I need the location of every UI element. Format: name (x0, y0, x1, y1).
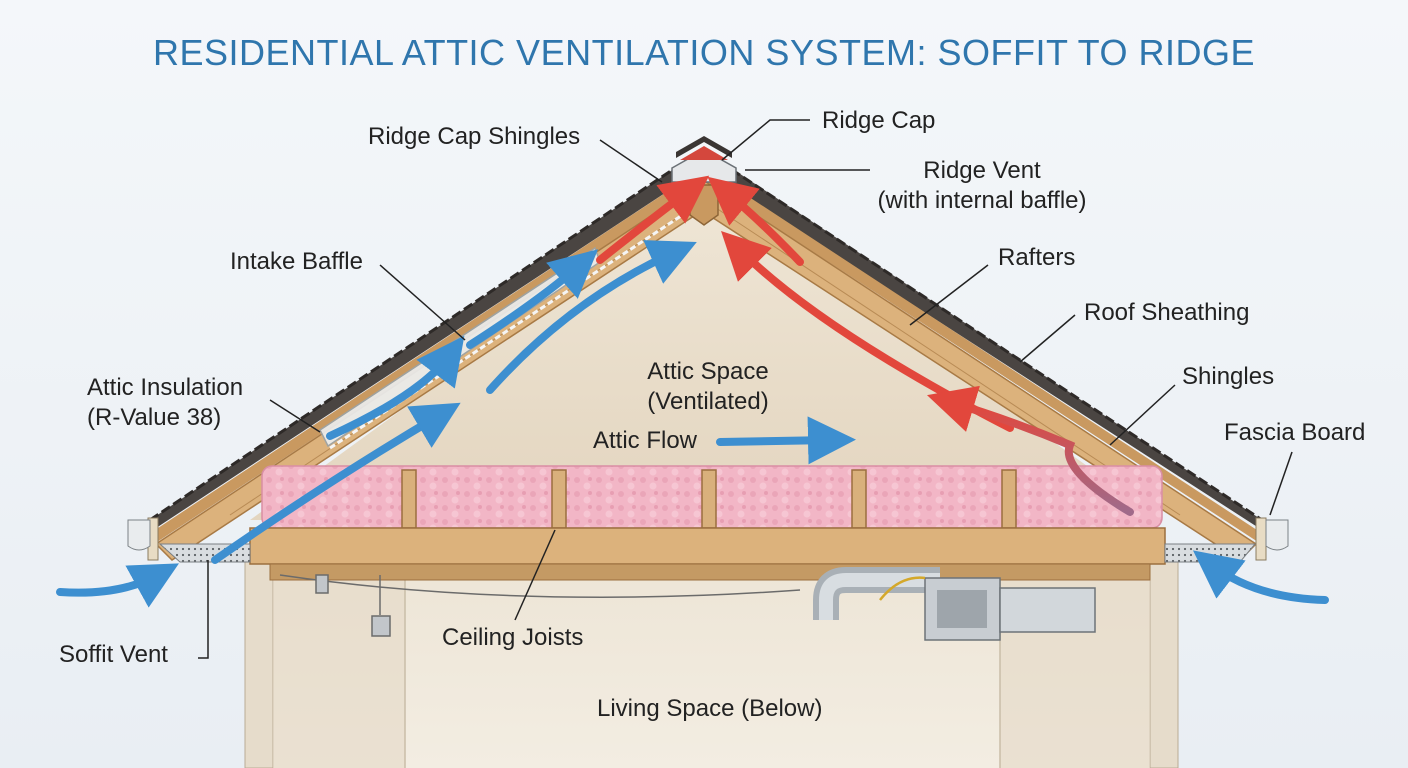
label-intake-baffle: Intake Baffle (230, 248, 363, 275)
attic-flow-arrow (716, 416, 856, 465)
exhaust-right-arrow (707, 176, 804, 266)
baffle-flow-arrow-2 (466, 249, 599, 349)
label-attic-space-note: (Ventilated) (647, 388, 769, 415)
warm-return-arrow (927, 385, 1134, 516)
baffle-flow-arrow-1 (326, 335, 465, 440)
warm-airflow-arrows (596, 175, 1134, 516)
exhaust-duct (813, 567, 1096, 641)
label-ridge-cap: Ridge Cap (822, 107, 936, 134)
wiring (279, 574, 926, 637)
label-ridge-vent: Ridge Vent (with internal baffle) (862, 156, 1102, 216)
label-roof-sheathing: Roof Sheathing (1084, 299, 1250, 326)
exhaust-left-arrow (596, 175, 710, 264)
attic-space (250, 190, 1162, 520)
label-attic-flow: Attic Flow (593, 427, 698, 454)
label-attic-insulation: Attic Insulation (R-Value 38) (87, 373, 243, 433)
label-ridge-cap-shingles: Ridge Cap Shingles (368, 123, 581, 150)
attic-rise-arrow-2 (486, 240, 697, 394)
soffit-intake-right-arrow (1192, 550, 1329, 604)
label-attic-space-title: Attic Space (647, 358, 769, 385)
fascia-board (127, 517, 1289, 561)
label-ridge-vent-note: (with internal baffle) (877, 187, 1087, 214)
soffit-intake-left-arrow (56, 563, 180, 608)
cool-airflow-arrows (56, 240, 1329, 608)
ridge-cap (676, 136, 732, 158)
diagram-title: RESIDENTIAL ATTIC VENTILATION SYSTEM: SO… (153, 32, 1255, 73)
label-shingles: Shingles (1182, 363, 1275, 390)
label-soffit-vent: Soffit Vent (59, 641, 168, 668)
label-living-space: Living Space (Below) (597, 695, 823, 722)
label-attic-insulation-note: (R-Value 38) (87, 404, 222, 431)
label-rafters: Rafters (998, 244, 1076, 271)
label-ceiling-joists: Ceiling Joists (442, 624, 584, 651)
ceiling-joists (249, 527, 1166, 581)
leader-lines (198, 119, 1293, 659)
label-ridge-vent-title: Ridge Vent (923, 157, 1041, 184)
label-fascia-board: Fascia Board (1224, 419, 1366, 446)
label-attic-insulation-title: Attic Insulation (87, 374, 244, 401)
attic-rise-arrow-1 (211, 402, 461, 564)
label-attic-space: Attic Space (Ventilated) (608, 357, 808, 417)
